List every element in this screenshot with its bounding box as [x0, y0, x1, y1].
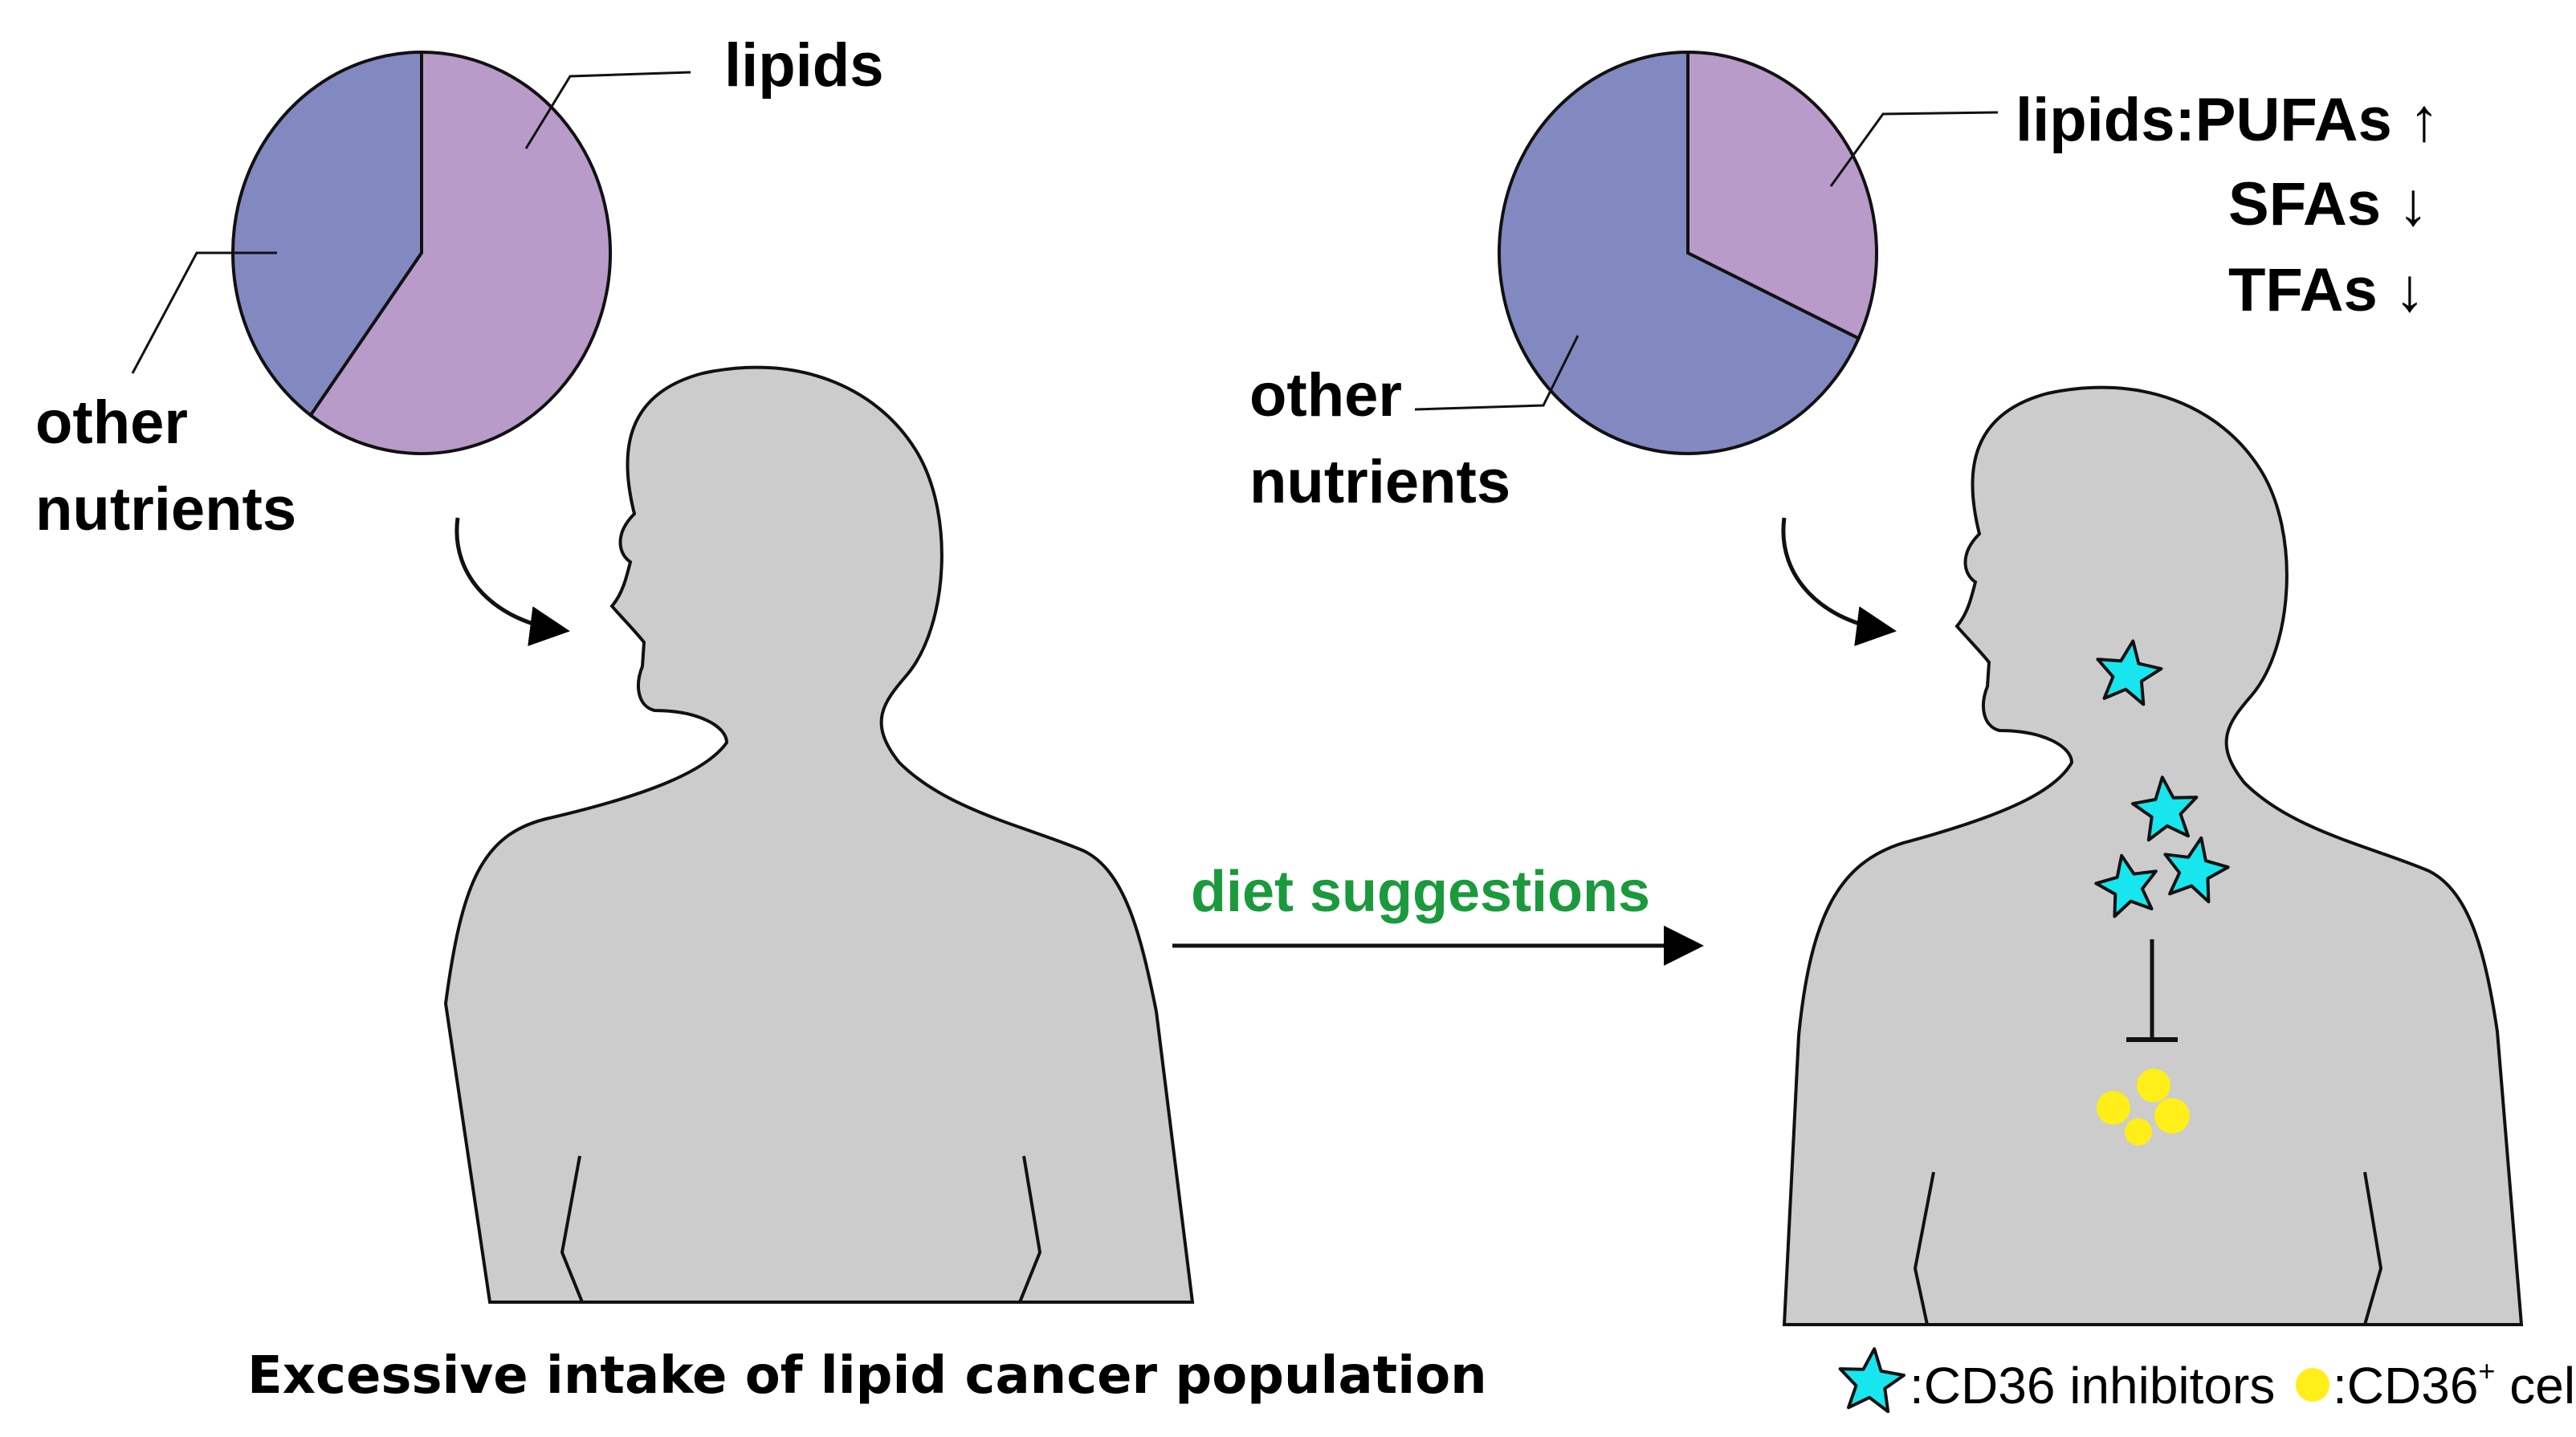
arm-line-right-2 [2363, 1171, 2383, 1325]
cd36-inhibitor-star-icon [2163, 836, 2230, 904]
leader-line-lipids-right [1829, 111, 1999, 187]
pie-label-lipids-left: lipids [724, 31, 883, 100]
pie-label-other-right-line1: other [1249, 361, 1402, 429]
leader-line-other-left [131, 251, 277, 374]
legend: :CD36 inhibitors :CD36+ cells [1838, 1347, 2576, 1415]
cd36-cell [2125, 1118, 2152, 1146]
legend-cells-label: :CD36+ cells [2333, 1354, 2576, 1415]
cd36-cell [2137, 1069, 2170, 1102]
pie-label-other-left-line2: nutrients [35, 475, 296, 543]
arm-line-right-1 [1913, 1171, 1935, 1325]
cd36-cell [2154, 1098, 2190, 1134]
leader-line-lipids-left [524, 71, 691, 149]
cd36-inhibitor-star-icon [2131, 775, 2199, 842]
legend-star-icon [1838, 1347, 1906, 1414]
legend-cells-suffix: cells [2495, 1357, 2576, 1415]
arm-line-left-2 [1018, 1155, 1042, 1303]
human-silhouette-right [1782, 385, 2524, 1326]
pie-slice-other-nutrients [1498, 50, 1861, 455]
left-caption: Excessive intake of lipid cancer populat… [247, 1346, 1487, 1406]
cd36-inhibitor-star-icon [2096, 639, 2163, 706]
diet-suggestions-label: diet suggestions [1191, 860, 1650, 924]
human-silhouette-left [443, 365, 1195, 1304]
pie-slice-lipids [308, 50, 612, 455]
cd36-positive-cells [2097, 1069, 2190, 1146]
cd36-cell [2097, 1091, 2130, 1125]
pie-label-tfas: TFAs ↓ [2228, 256, 2425, 324]
pie-label-other-left-line1: other [35, 389, 188, 457]
pie-chart-left [231, 50, 612, 455]
legend-cell-icon [2296, 1368, 2329, 1402]
legend-cells-prefix: :CD36 [2333, 1357, 2478, 1415]
pie-label-other-right-line2: nutrients [1249, 448, 1510, 516]
legend-inhibitor-label: :CD36 inhibitors [1910, 1357, 2275, 1415]
pie-label-lipids-right: lipids:PUFAs ↑ [2016, 86, 2439, 154]
cd36-inhibitor-star-icon [2094, 853, 2158, 918]
leader-line-other-right [1414, 335, 1579, 411]
pie-label-sfas: SFAs ↓ [2228, 170, 2428, 238]
pie-slice-lipids [1686, 50, 1878, 341]
arm-line-left-1 [560, 1155, 584, 1303]
intake-arrow-left [454, 517, 570, 646]
intake-arrow-right [1781, 517, 1897, 646]
pie-chart-right [1498, 50, 1878, 455]
legend-cells-sup: + [2478, 1354, 2495, 1387]
pie-slice-other-nutrients [231, 50, 423, 418]
cd36-inhibitors-group [2094, 639, 2230, 918]
cd36-inhibitor-star-icon [1838, 1347, 1906, 1414]
